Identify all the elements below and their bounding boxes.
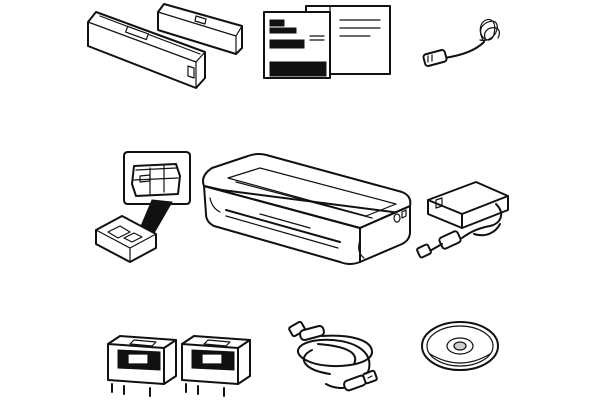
portable-printer-icon: [202, 153, 412, 265]
cd-rom-icon: [421, 321, 499, 371]
usb-cable-icon: [288, 320, 378, 392]
print-head-icon: [95, 151, 191, 263]
ink-tank-pair-icon: [107, 335, 251, 397]
power-cord-icon: [422, 18, 501, 67]
battery-cover-pair-icon: [87, 3, 243, 89]
ac-adapter-icon: [416, 181, 509, 259]
document-stack-icon: [263, 5, 391, 79]
